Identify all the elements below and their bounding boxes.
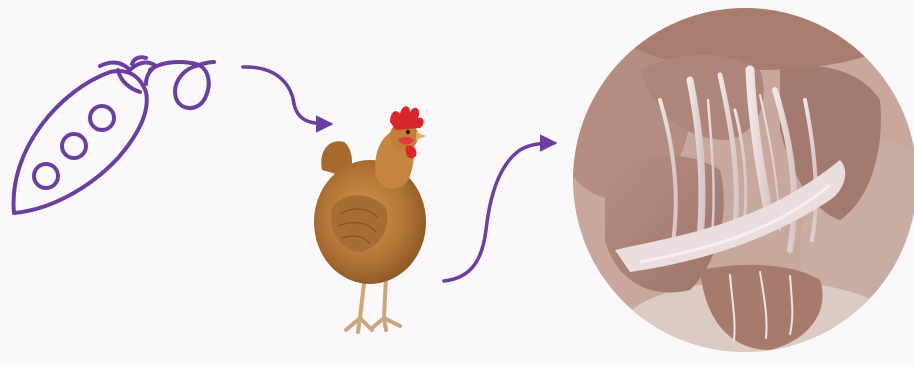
pea-pod-icon: [14, 57, 214, 213]
hen-icon: [314, 106, 426, 332]
arrow-hen-to-meat: [444, 143, 554, 281]
pulled-meat-fibers-icon: [550, 0, 914, 365]
arrow-pod-to-hen: [243, 67, 330, 124]
